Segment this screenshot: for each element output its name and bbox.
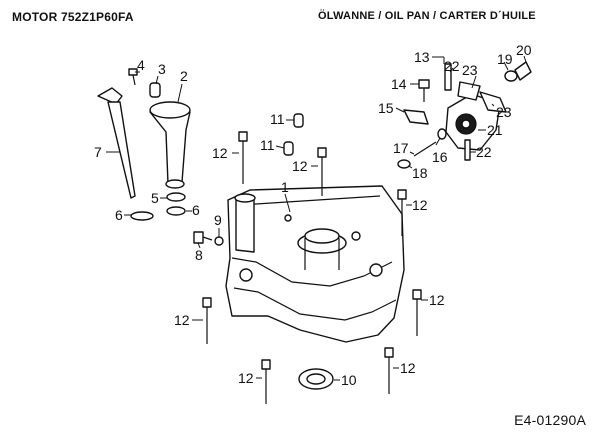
callout-2: 2	[180, 68, 188, 84]
callout-12-c: 12	[412, 197, 428, 213]
callout-12-b: 12	[292, 158, 308, 174]
leader-lines	[106, 55, 527, 381]
callout-12-e: 12	[174, 312, 190, 328]
pin-icon	[397, 141, 437, 169]
seal-icon	[298, 368, 334, 390]
callout-10: 10	[341, 372, 357, 388]
dipstick-icon	[97, 87, 136, 199]
bolt-icon	[238, 131, 248, 184]
callout-22-bottom: 22	[476, 144, 492, 160]
o-ring-icon	[130, 211, 154, 221]
callout-17: 17	[393, 140, 409, 156]
oil-pan-icon	[225, 185, 405, 343]
callout-23-right: 23	[496, 104, 512, 120]
o-ring-icon	[166, 192, 186, 202]
plate-icon	[403, 109, 429, 125]
callout-7: 7	[94, 144, 102, 160]
sleeve-icon	[149, 82, 161, 98]
model-title: MOTOR 752Z1P60FA	[12, 10, 134, 24]
callout-3: 3	[158, 61, 166, 77]
sleeve-icon	[283, 141, 294, 156]
callout-9: 9	[214, 212, 222, 228]
bolt-icon	[397, 189, 407, 236]
screw-icon	[128, 68, 138, 86]
callout-5: 5	[151, 190, 159, 206]
callout-23-top: 23	[462, 62, 478, 78]
callout-6-right: 6	[192, 202, 200, 218]
bolt-icon	[384, 347, 394, 394]
callout-6-left: 6	[115, 207, 123, 223]
callout-12-d: 12	[429, 292, 445, 308]
section-title: ÖLWANNE / OIL PAN / CARTER D´HUILE	[318, 10, 536, 22]
callout-16: 16	[432, 149, 448, 165]
callout-8: 8	[195, 247, 203, 263]
callout-15: 15	[378, 100, 394, 116]
drawing-code: E4-01290A	[514, 412, 586, 428]
sleeve-icon	[293, 113, 304, 128]
callout-21: 21	[487, 122, 503, 138]
callout-13: 13	[414, 49, 430, 65]
callout-11-top: 11	[270, 111, 285, 127]
callout-4: 4	[137, 57, 145, 73]
callout-12-g: 12	[400, 360, 416, 376]
filler-tube-icon	[149, 101, 191, 189]
callout-12-f: 12	[238, 370, 254, 386]
plug-icon	[504, 61, 532, 82]
washer-icon	[437, 128, 447, 140]
callout-1: 1	[281, 179, 289, 195]
callout-14: 14	[391, 76, 407, 92]
bolt-icon	[412, 289, 422, 336]
bolt-icon	[202, 297, 212, 344]
callout-22-top: 22	[444, 58, 460, 74]
callout-18: 18	[412, 165, 428, 181]
bolt-icon	[261, 359, 271, 404]
callout-20: 20	[516, 42, 532, 58]
bolt-icon	[317, 147, 327, 196]
callout-12-a: 12	[212, 145, 228, 161]
callout-11-bottom: 11	[260, 137, 275, 153]
bolt-icon	[418, 79, 430, 102]
oil-pump-icon	[444, 63, 507, 161]
callout-19: 19	[497, 51, 513, 67]
o-ring-icon	[166, 206, 186, 216]
